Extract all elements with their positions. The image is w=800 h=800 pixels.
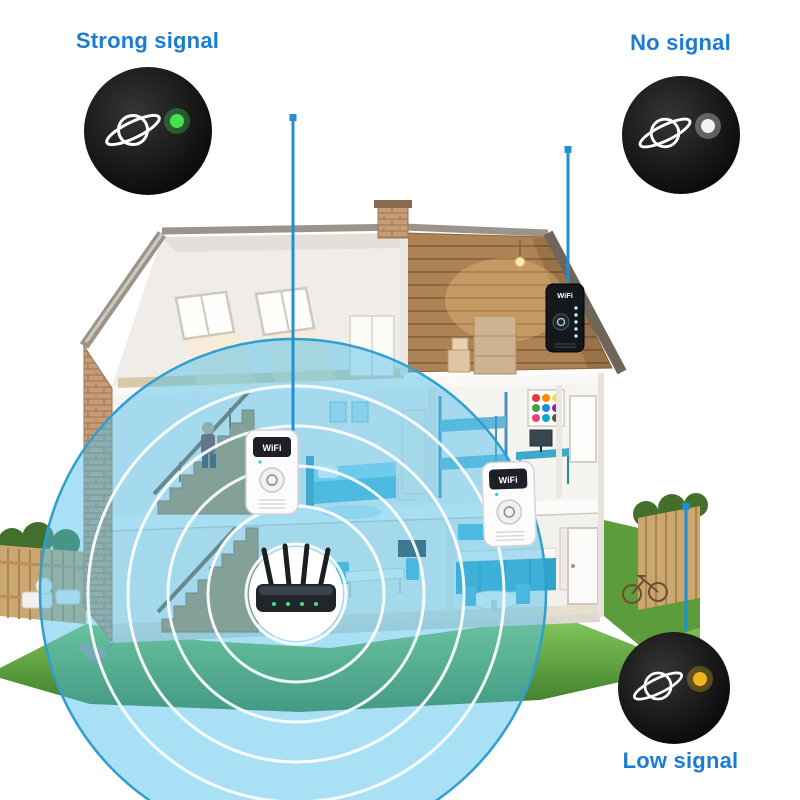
attic-cabinet	[473, 315, 517, 375]
back-window	[569, 395, 597, 463]
attic-left	[112, 233, 404, 390]
signal-indicator-low	[618, 632, 730, 744]
repeater-brand-text: WiFi	[263, 443, 282, 453]
repeater-brand-text: WiFi	[499, 475, 518, 486]
connector-no	[564, 146, 572, 284]
wps-button	[259, 467, 285, 493]
tv-screen	[398, 540, 426, 557]
roof	[79, 223, 627, 375]
storage-box	[451, 337, 469, 351]
wifi-router	[256, 543, 336, 612]
fence-right	[638, 506, 700, 610]
wps-button	[496, 499, 523, 525]
low-signal-label: Low signal	[622, 748, 739, 773]
badge-circle	[622, 76, 740, 194]
vent-slots	[258, 499, 286, 509]
signal-indicator-strong	[84, 67, 212, 195]
repeater-led-column	[574, 306, 578, 338]
attic-slab	[110, 373, 600, 395]
saturn-icon	[638, 117, 692, 149]
wifi-repeater-attic: WiFi	[545, 283, 585, 353]
wifi-repeater-right: WiFi	[481, 460, 537, 548]
connector-low	[682, 503, 690, 631]
wifi-repeater-main: WiFi	[245, 429, 299, 515]
no-signal-label: No signal	[630, 30, 731, 55]
repeater-brand-text: WiFi	[557, 291, 573, 300]
chimney	[374, 200, 412, 239]
second-floor	[110, 383, 600, 519]
attic-divider-wall	[400, 231, 408, 376]
second-divider-wall-right	[556, 385, 562, 499]
attic-wardrobe	[349, 315, 395, 377]
signal-indicator-no	[622, 76, 740, 194]
connector-strong	[289, 114, 297, 431]
repeater-led	[495, 492, 499, 497]
bicycle	[622, 575, 668, 604]
wps-button	[552, 313, 570, 331]
saturn-icon	[632, 671, 684, 701]
house-base-slab	[110, 613, 600, 643]
badge-circle	[618, 632, 730, 744]
yellow-led	[693, 672, 707, 686]
saturn-icon	[105, 113, 161, 147]
router-leds	[272, 602, 318, 606]
router-antennas	[261, 543, 331, 591]
white-led	[701, 119, 715, 133]
skylight-window	[174, 290, 258, 390]
house-right-wall	[598, 373, 604, 618]
green-led	[170, 114, 184, 128]
storage-box	[447, 349, 471, 373]
repeater-led	[258, 460, 262, 464]
interior-door	[567, 527, 599, 605]
vent-slots	[495, 530, 525, 542]
second-divider-wall	[428, 388, 436, 502]
ceiling-lamp	[514, 256, 526, 268]
skylight-window	[254, 286, 336, 386]
ground-divider-wall	[446, 526, 454, 614]
attic-wood-floor	[118, 368, 404, 388]
strong-signal-label: Strong signal	[75, 28, 220, 53]
